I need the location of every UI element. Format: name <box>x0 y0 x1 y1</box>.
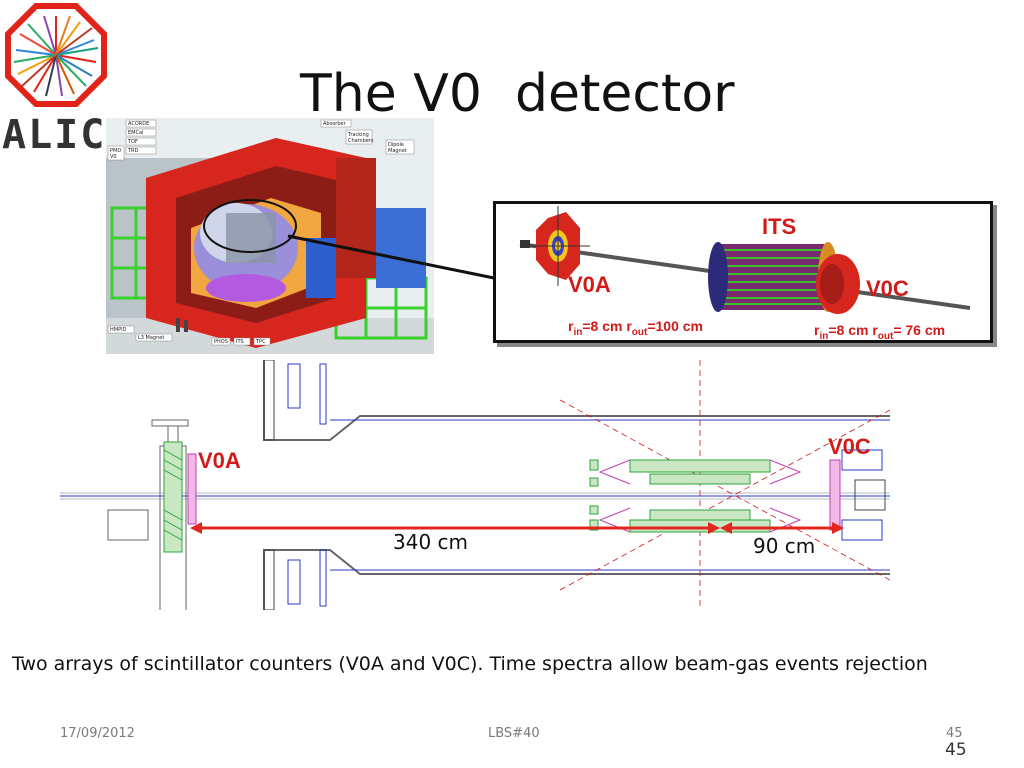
svg-text:L3 Magnet: L3 Magnet <box>138 335 164 341</box>
svg-text:PHOS: PHOS <box>214 339 228 345</box>
svg-text:Magnet: Magnet <box>388 148 407 154</box>
slide-caption: Two arrays of scintillator counters (V0A… <box>12 653 928 675</box>
svg-text:TPC: TPC <box>255 339 266 345</box>
engineering-drawing <box>60 359 891 637</box>
alice-starburst-icon <box>5 3 107 107</box>
svg-text:V0: V0 <box>110 154 117 160</box>
v0a-drawing-label: V0A <box>198 448 241 473</box>
slide-number: 45 <box>945 740 967 760</box>
slide-title: The V0 detector <box>300 64 735 124</box>
svg-text:Absorber: Absorber <box>323 121 347 127</box>
v0c-radius-text: rin=8 cm rout= 76 cm <box>814 322 946 342</box>
svg-text:TOF: TOF <box>127 139 138 145</box>
v0a-inset-label: V0A <box>568 272 611 297</box>
svg-text:Tracking: Tracking <box>347 132 369 138</box>
v0c-inset-label: V0C <box>866 276 909 301</box>
svg-text:TRD: TRD <box>127 148 139 154</box>
svg-text:ACORDE: ACORDE <box>128 121 149 127</box>
svg-text:Dipole: Dipole <box>388 142 404 148</box>
svg-text:Chambers: Chambers <box>348 138 374 144</box>
footer-date: 17/09/2012 <box>60 726 135 741</box>
svg-text:HMPID: HMPID <box>110 327 127 333</box>
v0-inset-panel: ITS V0A V0C rin=8 cm rout=100 cm rin=8 c… <box>493 201 993 343</box>
footer-page-number: 45 <box>946 726 963 741</box>
its-label: ITS <box>762 214 797 239</box>
dimension-arrows <box>190 522 844 534</box>
v0a-radius-text: rin=8 cm rout=100 cm <box>568 318 703 338</box>
distance-340-label: 340 cm <box>393 530 469 554</box>
v0a-disc-icon <box>526 206 590 286</box>
footer-center: LBS#40 <box>488 726 540 741</box>
zoom-connector-line <box>287 234 495 280</box>
alice-logo: ALICE <box>0 0 130 160</box>
v0c-disc-icon <box>816 254 860 314</box>
v0c-drawing-label: V0C <box>828 434 871 459</box>
svg-text:EMCal: EMCal <box>128 130 143 136</box>
svg-text:PMD: PMD <box>110 148 121 154</box>
distance-90-label: 90 cm <box>753 534 816 558</box>
svg-text:ITS: ITS <box>236 339 244 345</box>
